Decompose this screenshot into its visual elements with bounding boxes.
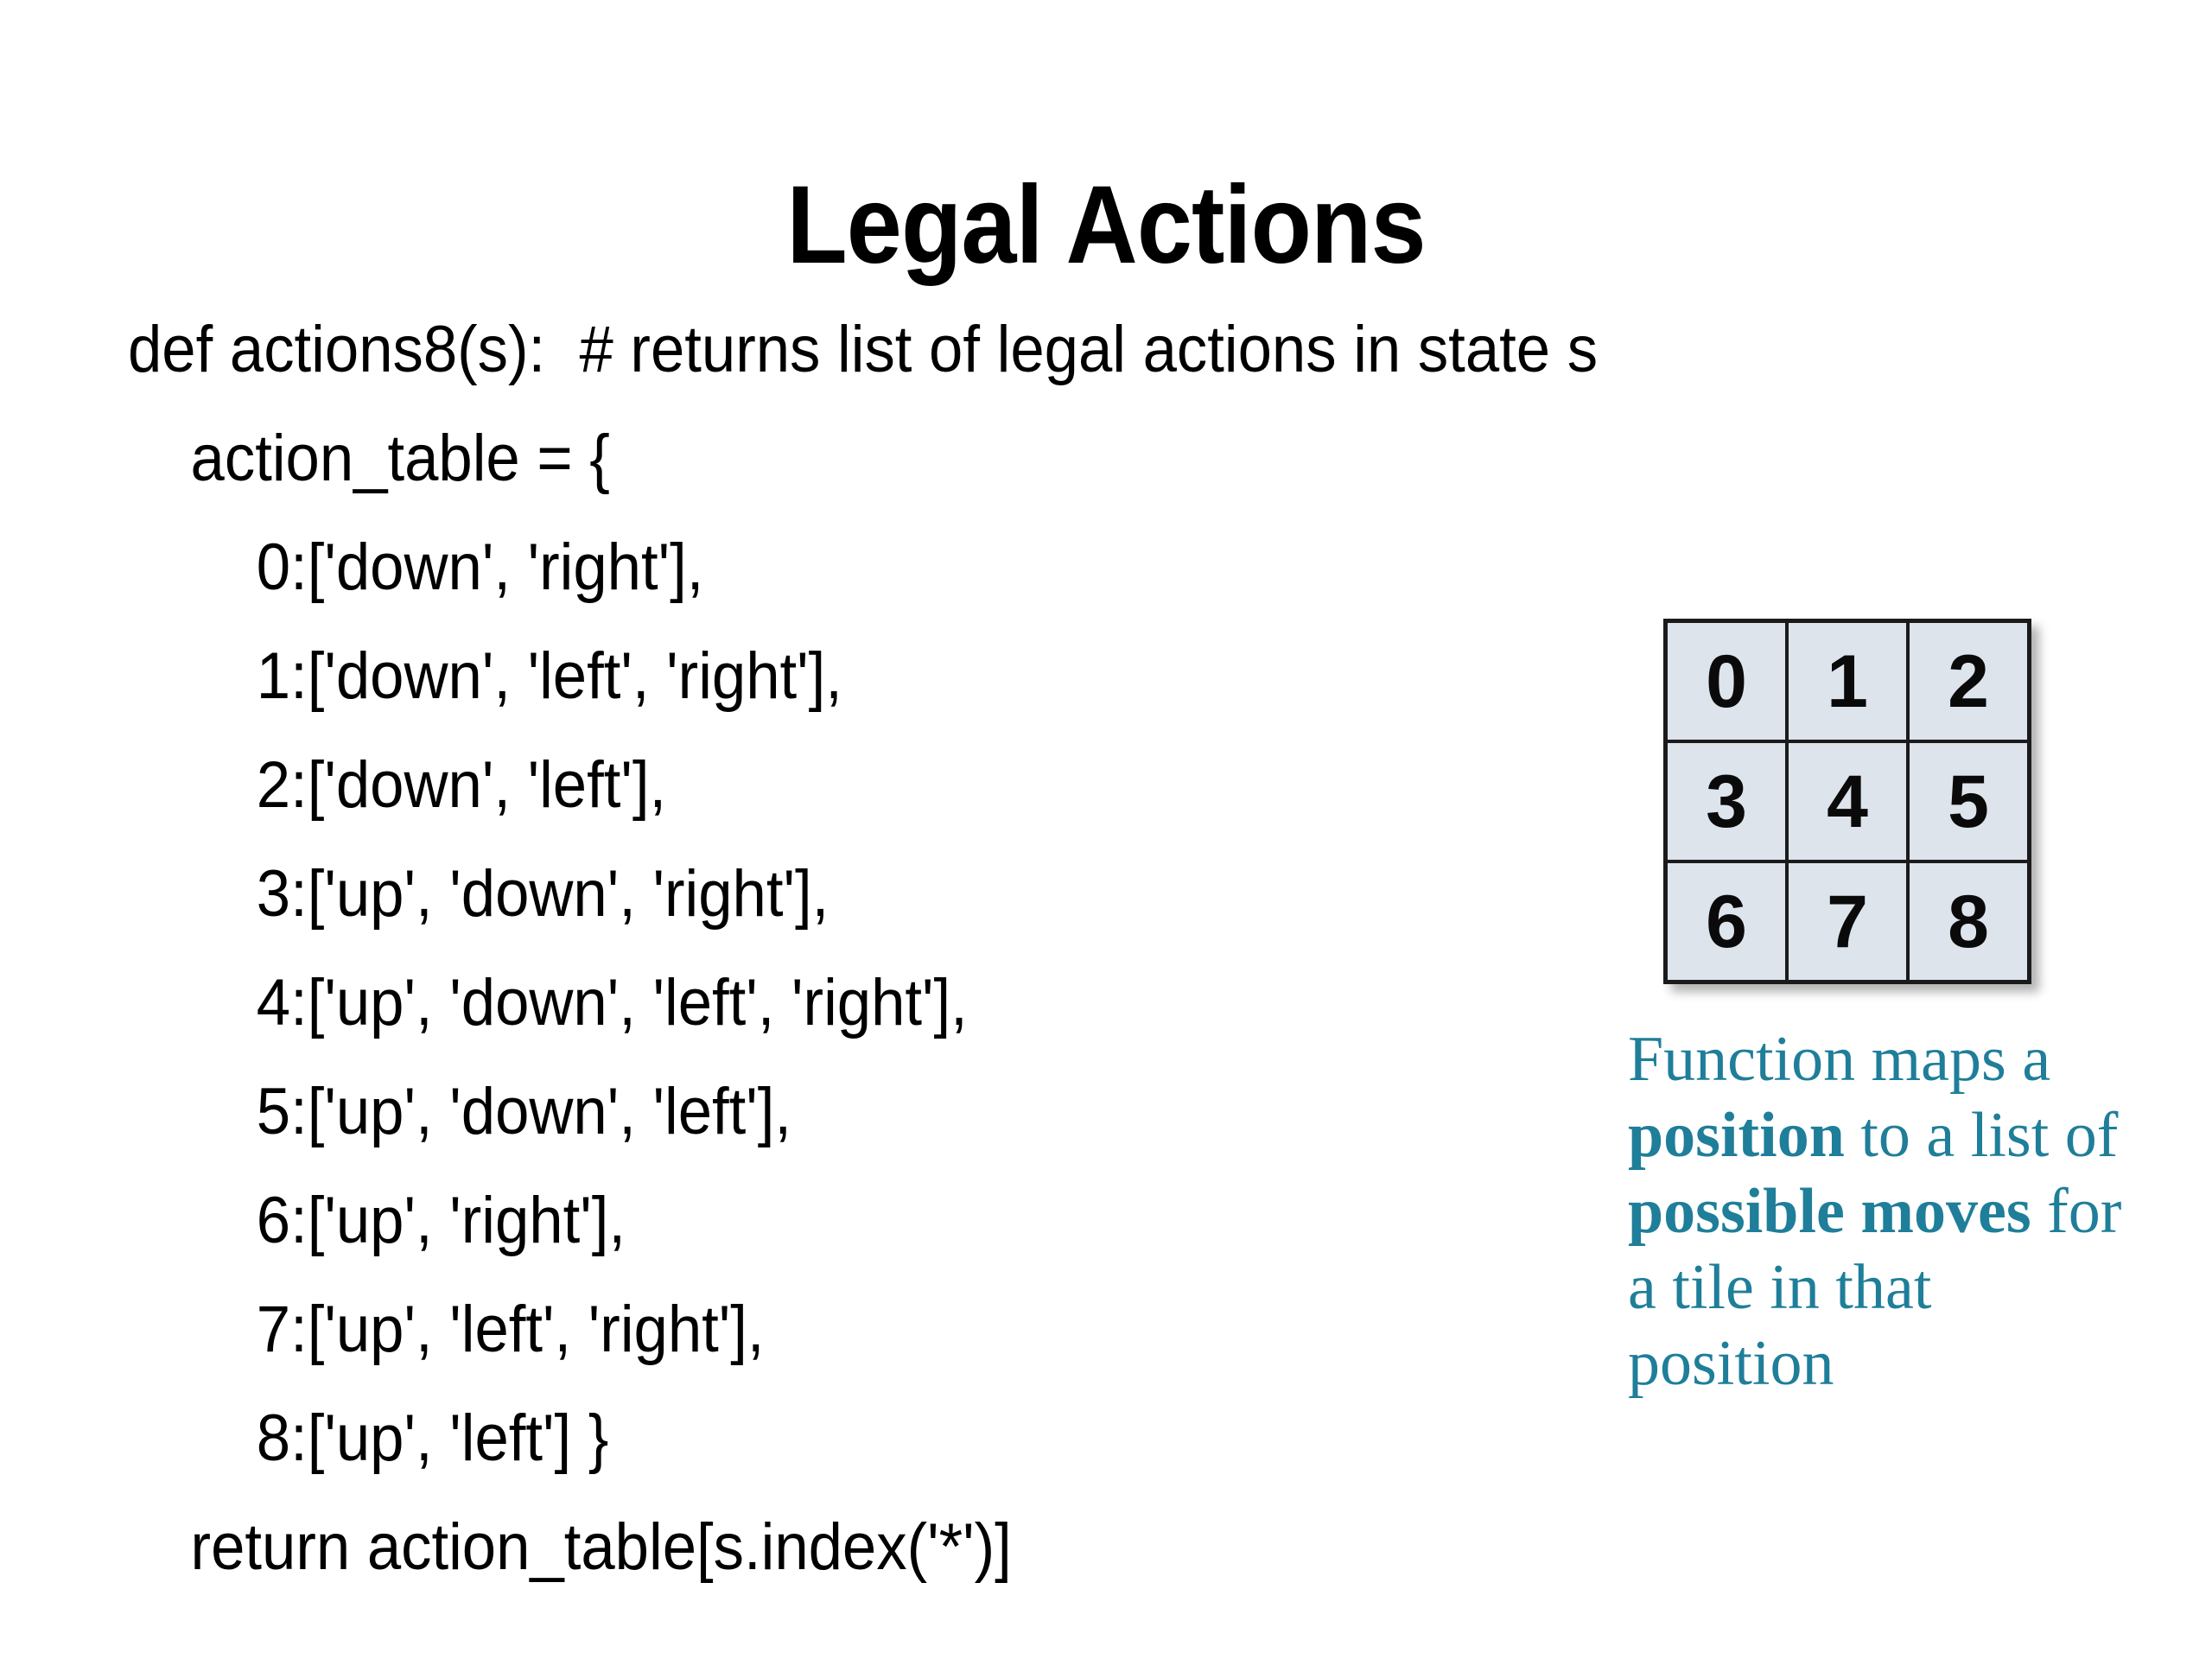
code-line: 7:['up', 'left', 'right'], (256, 1293, 765, 1366)
code-line: 1:['down', 'left', 'right'], (256, 639, 842, 713)
caption-text: Function maps a position to a list of po… (1628, 1021, 2129, 1402)
caption-run: Function maps a (1628, 1024, 2051, 1095)
page-title: Legal Actions (786, 162, 1426, 287)
caption-emphasis: possible moves (1628, 1176, 2031, 1247)
puzzle-cell-7: 7 (1789, 863, 1906, 980)
puzzle-cell-6: 6 (1668, 863, 1785, 980)
code-line: 4:['up', 'down', 'left', 'right'], (256, 966, 968, 1039)
caption-emphasis: position (1628, 1100, 1845, 1171)
caption-run: to a list of (1844, 1100, 2119, 1171)
code-listing: def actions8(s): # returns list of legal… (128, 296, 1599, 1602)
code-line: 0:['down', 'right'], (256, 531, 704, 604)
puzzle-cell-1: 1 (1789, 623, 1906, 740)
puzzle-cell-4: 4 (1789, 743, 1906, 860)
puzzle-cell-2: 2 (1910, 623, 2027, 740)
caption-run: for a tile in that position (1628, 1176, 2122, 1399)
code-line: 5:['up', 'down', 'left'], (256, 1075, 792, 1148)
code-line: 2:['down', 'left'], (256, 748, 667, 822)
puzzle-cell-5: 5 (1910, 743, 2027, 860)
puzzle-cell-0: 0 (1668, 623, 1785, 740)
code-line: 6:['up', 'right'], (256, 1184, 626, 1257)
code-line: 8:['up', 'left'] } (256, 1402, 609, 1475)
puzzle-cell-8: 8 (1910, 863, 2027, 980)
code-line: action_table = { (190, 422, 610, 495)
puzzle-cell-3: 3 (1668, 743, 1785, 860)
code-line: return action_table[s.index('*')] (190, 1510, 1012, 1584)
code-line: def actions8(s): # returns list of legal… (128, 313, 1599, 386)
code-line: 3:['up', 'down', 'right'], (256, 857, 830, 931)
